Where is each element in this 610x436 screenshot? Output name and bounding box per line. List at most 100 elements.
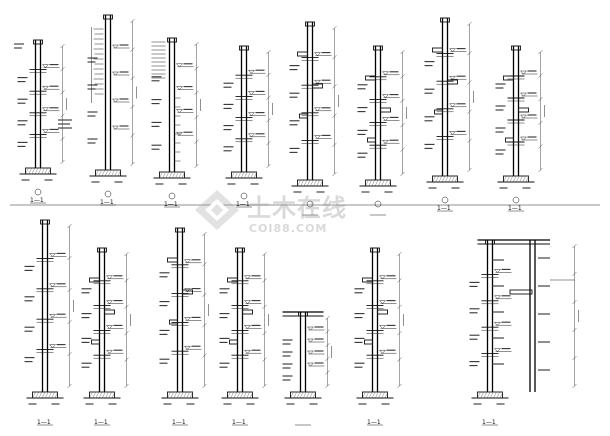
level-marker [448,48,467,52]
dimension-tick [572,327,577,333]
footing-hatch [306,179,311,187]
footing-hatch [92,391,96,399]
footing-hatch [451,175,455,183]
level-marker [41,64,60,68]
footing-hatch [231,171,235,179]
footing-hatch [114,169,118,177]
footing-hatch [374,179,379,187]
footing-hatch [165,171,170,179]
dimension-tick [124,251,129,257]
footing-hatch [247,171,251,179]
footing-hatch [486,391,491,399]
projection [432,47,443,53]
footing-hatch [108,169,112,177]
dimension-tick [397,251,402,257]
level-marker [175,108,194,113]
projection [434,109,443,115]
dimension-tick [538,97,543,102]
dimension-tick [60,136,65,141]
level-marker [247,90,266,95]
dimension-tick [266,95,271,100]
level-marker [105,324,124,329]
level-marker [48,252,67,257]
wall-section-15: 1—1 [469,239,579,426]
section-bubble [168,192,176,200]
level-marker [313,79,332,84]
footing-hatch [32,391,36,399]
footing-hatch [441,175,446,183]
footing-hatch [483,391,488,399]
dimension-tick [397,278,402,283]
footing-hatch [189,391,194,399]
projection [169,319,178,325]
dimension-tick [400,98,405,103]
level-marker [243,300,262,304]
footing-hatch [365,391,369,399]
projection [91,339,100,345]
dimension-tick [202,262,207,267]
footing-hatch [105,391,109,399]
level-marker [243,275,262,280]
footing-hatch [381,391,385,399]
footing-hatch [313,179,317,187]
parapet-cap [40,219,50,225]
level-marker [378,300,397,304]
footing-hatch [34,167,39,175]
level-marker [41,85,60,90]
level-marker [519,136,538,141]
level-marker [493,268,512,273]
footing-hatch [438,175,443,183]
general-notes-marks [14,43,72,129]
footing-hatch [384,179,388,187]
wall-section-9: 1—1 [24,219,74,426]
wall-section-11: 1—1 [159,227,209,426]
level-marker [183,259,202,264]
parapet-cap [103,14,113,20]
dimension-tick [67,351,72,357]
dimension-tick [325,343,330,348]
dimension-tick [262,304,267,309]
level-marker [378,275,397,280]
projection [380,107,391,113]
dimension-tick [538,49,543,55]
section-cut-label: 1—1 [482,419,496,426]
dimension-tick [538,167,543,173]
level-marker [243,349,262,354]
dimension-tick [194,66,199,71]
footing-hatch [240,391,244,399]
dimension-tick [194,163,199,169]
level-marker [519,114,538,119]
dimension-tick [266,163,271,169]
section-bubble [104,190,112,198]
parapet-cap [511,45,521,51]
dimension-tick [262,251,267,257]
footing-hatch [117,169,122,177]
footing-hatch [234,171,238,179]
footing-hatch [159,171,163,179]
dimension-tick [202,231,207,237]
dimension-tick [397,331,402,336]
dimension-tick [266,141,271,146]
dimension-tick [325,329,330,334]
dimension-tick [130,18,135,24]
level-marker [448,75,467,80]
dimension-tick [266,118,271,123]
footing-hatch [387,179,392,187]
dimension-tick [124,304,129,309]
footing-hatch [104,169,109,177]
footing-hatch [303,391,307,399]
projection [364,339,373,345]
footing-hatch [290,391,294,399]
footing-hatch [477,391,481,399]
level-marker [381,71,400,76]
projection [167,257,178,263]
footing-hatch [306,391,310,399]
level-marker [378,349,397,354]
parapet-cap [370,247,380,253]
footing-hatch [95,169,99,177]
projection [242,309,253,315]
dimension-tick [572,271,577,277]
footing-hatch [45,391,49,399]
